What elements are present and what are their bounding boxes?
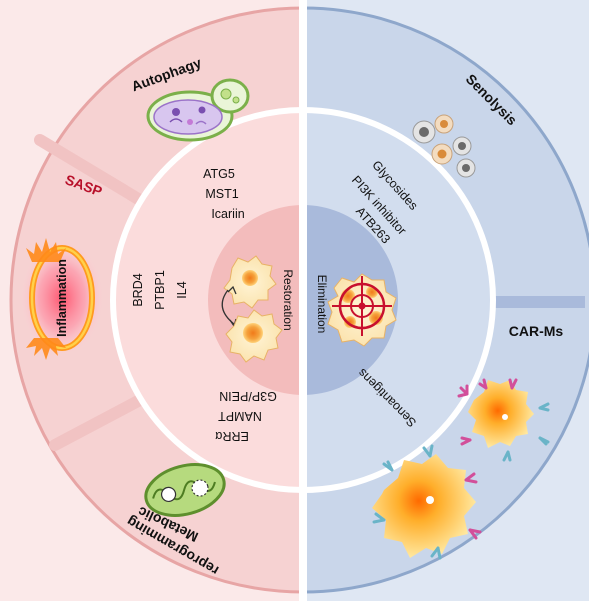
restoration-label: Restoration (281, 269, 295, 330)
inflammation-label: Inflammation (55, 259, 69, 337)
sasp-item-2: PTBP1 (153, 270, 167, 310)
senolytic-cells-icon (412, 114, 476, 178)
sasp-item-3: IL4 (175, 281, 189, 298)
restoration-arrow-up (227, 285, 237, 295)
car-macrophage-large-icon (372, 444, 482, 560)
sasp-item-1: BRD4 (131, 273, 145, 306)
center-divider (299, 0, 307, 601)
crosshair-icon (332, 276, 392, 336)
car-ms-title: CAR-Ms (509, 323, 564, 339)
metabolic-item-3: ERRα (215, 429, 249, 443)
metabolic-item-1: G3P/PEIN (219, 389, 277, 403)
senescent-cell-icon (223, 255, 277, 309)
elimination-label: Elimination (315, 275, 329, 334)
metabolic-item-2: NAMPT (218, 409, 262, 423)
healthy-cell-icon (225, 309, 283, 363)
autophagy-item-3: Icariin (211, 207, 244, 221)
car-macrophage-small-icon (457, 378, 550, 462)
autophagy-cell-icon (146, 78, 250, 142)
autophagy-item-1: ATG5 (203, 167, 235, 181)
inflammation-fire-icon (20, 238, 104, 360)
mitochondrion-icon (144, 463, 226, 517)
autophagy-item-2: MST1 (205, 187, 238, 201)
